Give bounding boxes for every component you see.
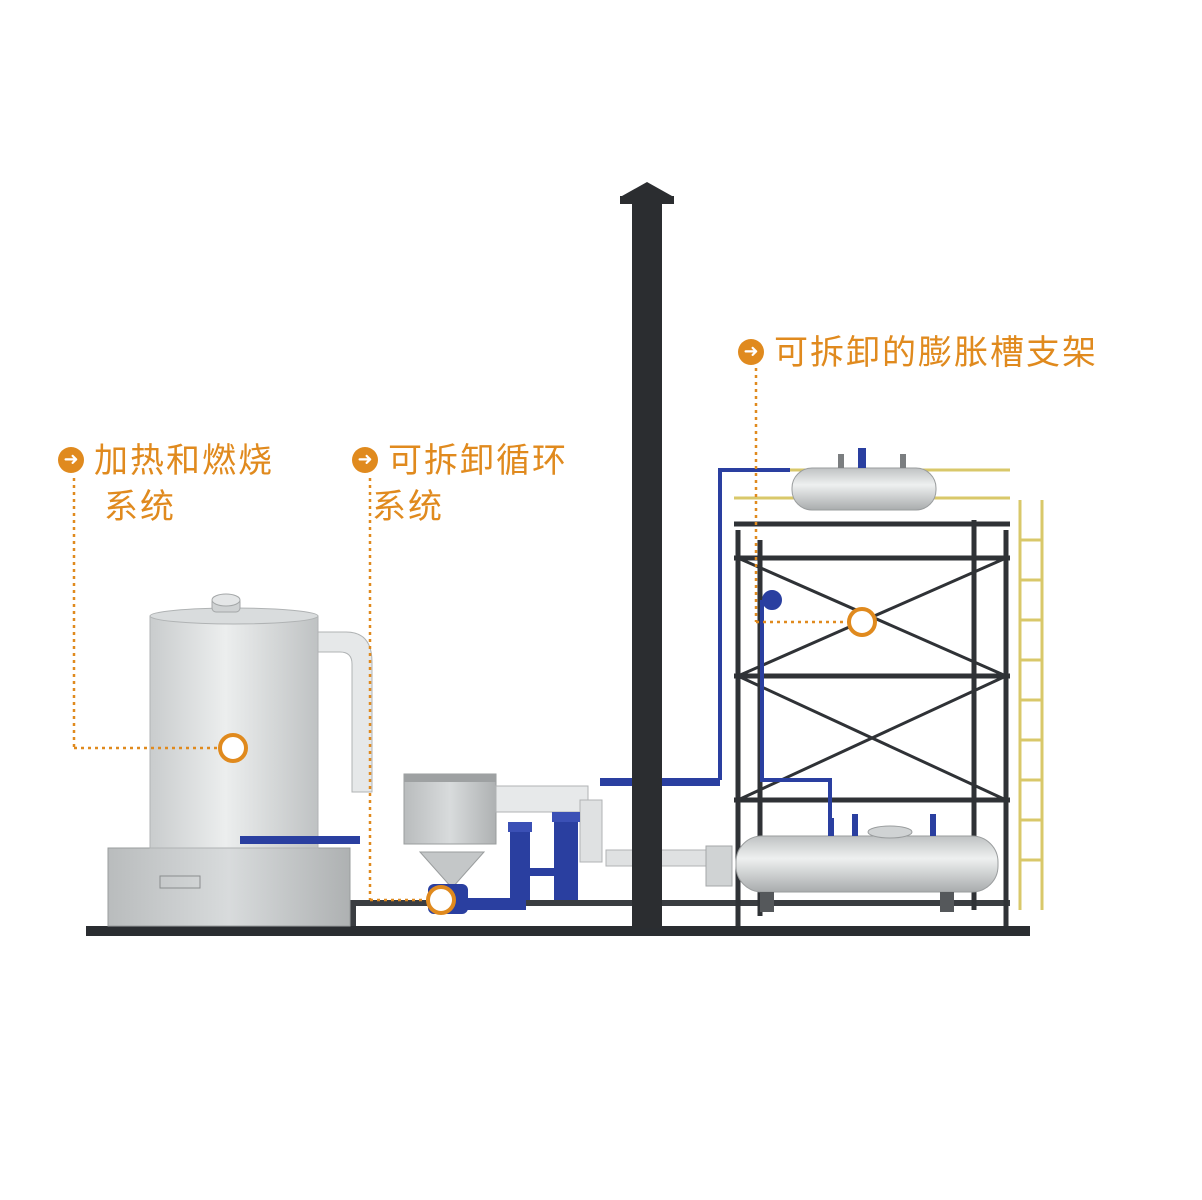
- expansion-marker[interactable]: [847, 607, 877, 637]
- arrow-right-circle-icon: ➜: [738, 338, 764, 365]
- circulation-marker[interactable]: [426, 885, 456, 915]
- label-heating-system: ➜ 加热和燃烧 系统: [58, 438, 274, 530]
- riser-pipes: [718, 468, 832, 836]
- callout-markers: [218, 607, 877, 915]
- label-heating-line2: 系统: [104, 487, 176, 527]
- heater-marker[interactable]: [218, 733, 248, 763]
- label-heating-line1: 加热和燃烧: [94, 441, 274, 481]
- chimney: [620, 182, 674, 928]
- arrow-right-circle-icon: ➜: [58, 446, 84, 473]
- label-expansion-tank-support: ➜ 可拆卸的膨胀槽支架: [738, 330, 1098, 376]
- top-expansion-tank: [791, 448, 937, 511]
- arrow-right-circle-icon: ➜: [352, 446, 378, 473]
- label-circulation-line1: 可拆卸循环: [388, 441, 568, 481]
- callout-leaders: [72, 368, 848, 902]
- label-circulation-line2: 系统: [372, 487, 444, 527]
- base-skid: [86, 900, 1030, 936]
- label-expansion-line1: 可拆卸的膨胀槽支架: [774, 333, 1098, 373]
- circulation-unit: [240, 773, 733, 914]
- heater-unit: [107, 593, 373, 927]
- label-circulation-system: ➜ 可拆卸循环 系统: [352, 438, 568, 530]
- bottom-storage-tank: [735, 814, 999, 912]
